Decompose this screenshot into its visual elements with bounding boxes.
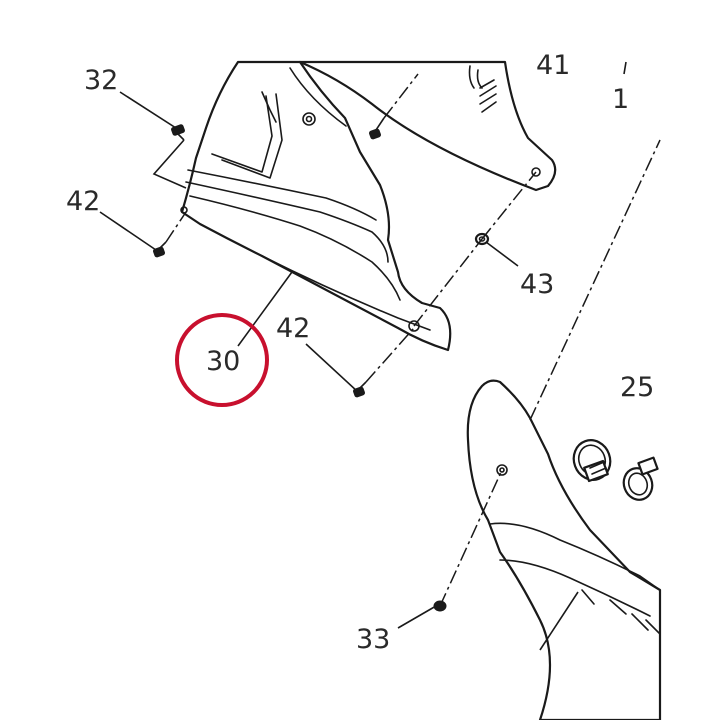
lower-shield-part bbox=[466, 379, 662, 720]
callout-43: 43 bbox=[520, 269, 554, 300]
callout-33: 33 bbox=[356, 624, 390, 655]
callout-25: 25 bbox=[620, 372, 654, 403]
cover-part-30 bbox=[180, 60, 452, 352]
highlight-circle bbox=[175, 313, 269, 407]
callout-42-upper: 42 bbox=[66, 186, 100, 217]
leader-lines bbox=[99, 61, 627, 651]
callout-42-lower: 42 bbox=[276, 313, 310, 344]
callout-32: 32 bbox=[84, 65, 118, 96]
hose-clamp-large bbox=[572, 439, 612, 483]
screw-top-bracket bbox=[368, 117, 385, 140]
alignment-lines bbox=[152, 73, 661, 607]
upper-bracket-part bbox=[298, 60, 557, 192]
hose-clamp-small bbox=[622, 456, 659, 501]
callout-1: 1 bbox=[612, 84, 629, 115]
callout-41: 41 bbox=[536, 50, 570, 81]
callout-30: 30 bbox=[206, 346, 240, 377]
